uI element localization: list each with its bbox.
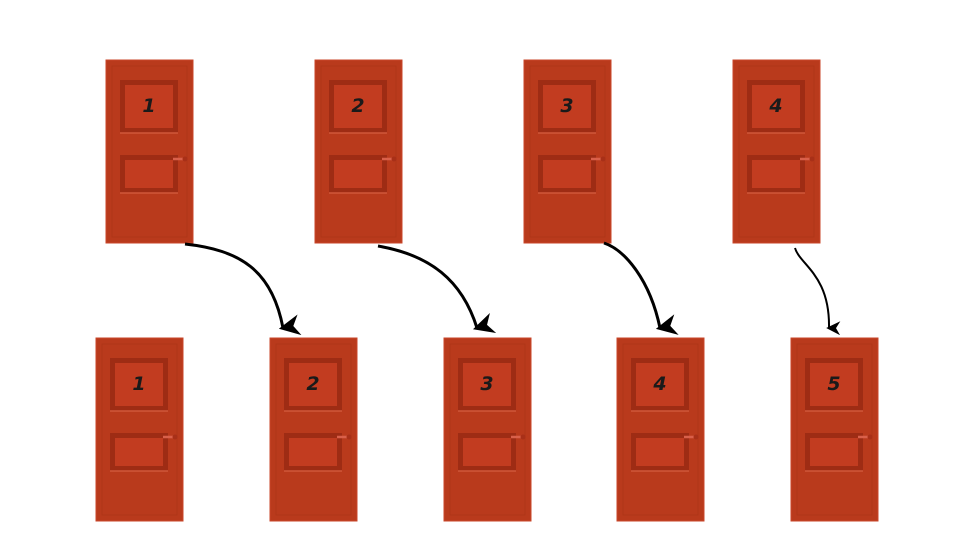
door-number: 2 [306,373,319,395]
arrow-3-to-4 [603,241,679,335]
top-door-1: 1 [105,59,194,244]
bottom-door-4: 4 [616,337,705,522]
arrow-1-to-2 [184,242,302,336]
bottom-door-5: 5 [790,337,879,522]
bottom-door-3: 3 [443,337,532,522]
arrow-4-to-5 [794,247,841,336]
door-number: 2 [351,95,364,117]
top-door-4: 4 [732,59,821,244]
top-door-2: 2 [314,59,403,244]
door-number: 3 [480,373,493,395]
top-door-3: 3 [523,59,612,244]
door-number: 1 [132,373,145,395]
bottom-door-1: 1 [95,337,184,522]
door-number: 4 [652,373,666,395]
door-number: 5 [827,373,840,395]
door-number: 4 [768,95,782,117]
door-number: 1 [142,95,155,117]
arrow-2-to-3 [377,244,497,334]
bottom-door-2: 2 [269,337,358,522]
door-number: 3 [560,95,573,117]
